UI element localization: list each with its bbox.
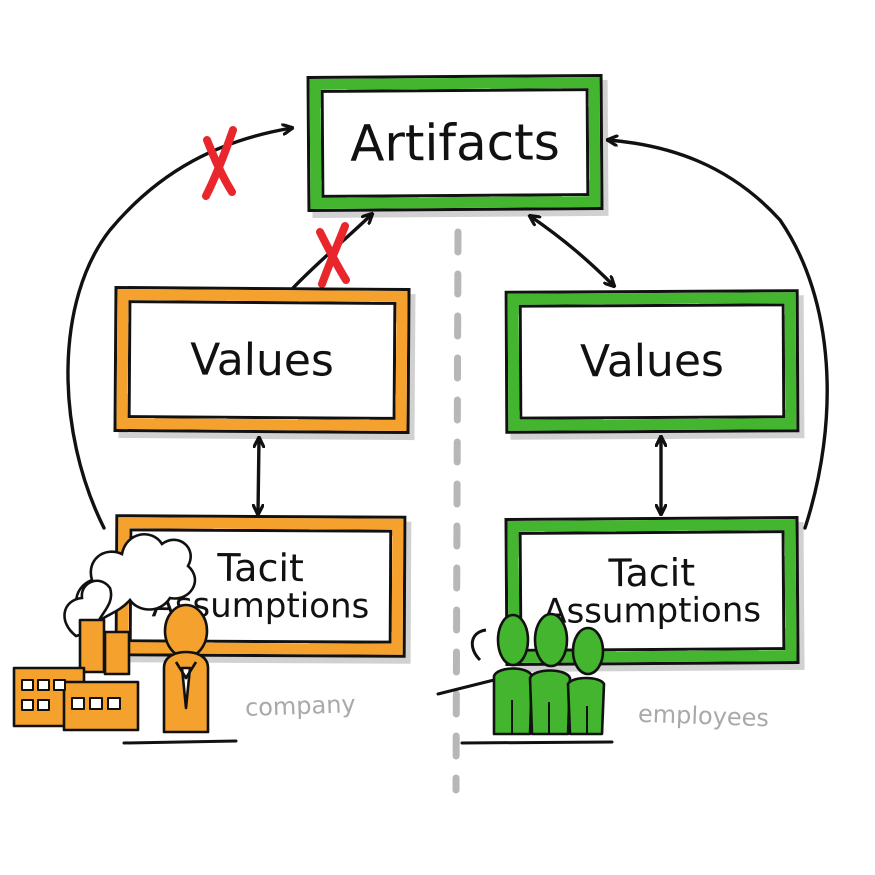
tacit-label-line1-employees: Tacit	[608, 550, 696, 596]
arrow-left-arc	[66, 128, 292, 530]
artifacts-box: Artifacts	[309, 76, 601, 210]
values-box-company: Values	[116, 288, 408, 432]
arrow-artifacts-values-right	[530, 216, 614, 286]
tacit-assumptions-box-company: Tacit Assumptions	[117, 517, 404, 655]
values-label-company: Values	[189, 333, 335, 387]
cross-mark-icon	[202, 126, 237, 200]
tacit-label-line2-company: Assumptions	[151, 585, 370, 627]
arrow-values-tacit-left	[258, 438, 259, 514]
center-divider	[452, 228, 462, 794]
tacit-label-line1-company: Tacit	[217, 545, 304, 591]
values-box-employees: Values	[507, 292, 797, 431]
tacit-assumptions-box-employees: Tacit Assumptions	[507, 518, 797, 664]
values-label-employees: Values	[579, 335, 725, 388]
caption-company: company	[244, 690, 357, 722]
arrow-right-arc	[608, 140, 829, 530]
artifacts-label: Artifacts	[349, 113, 561, 173]
tacit-label-line2-employees: Assumptions	[543, 590, 762, 632]
cross-mark-icon	[316, 222, 350, 288]
caption-employees: employees	[637, 699, 770, 733]
